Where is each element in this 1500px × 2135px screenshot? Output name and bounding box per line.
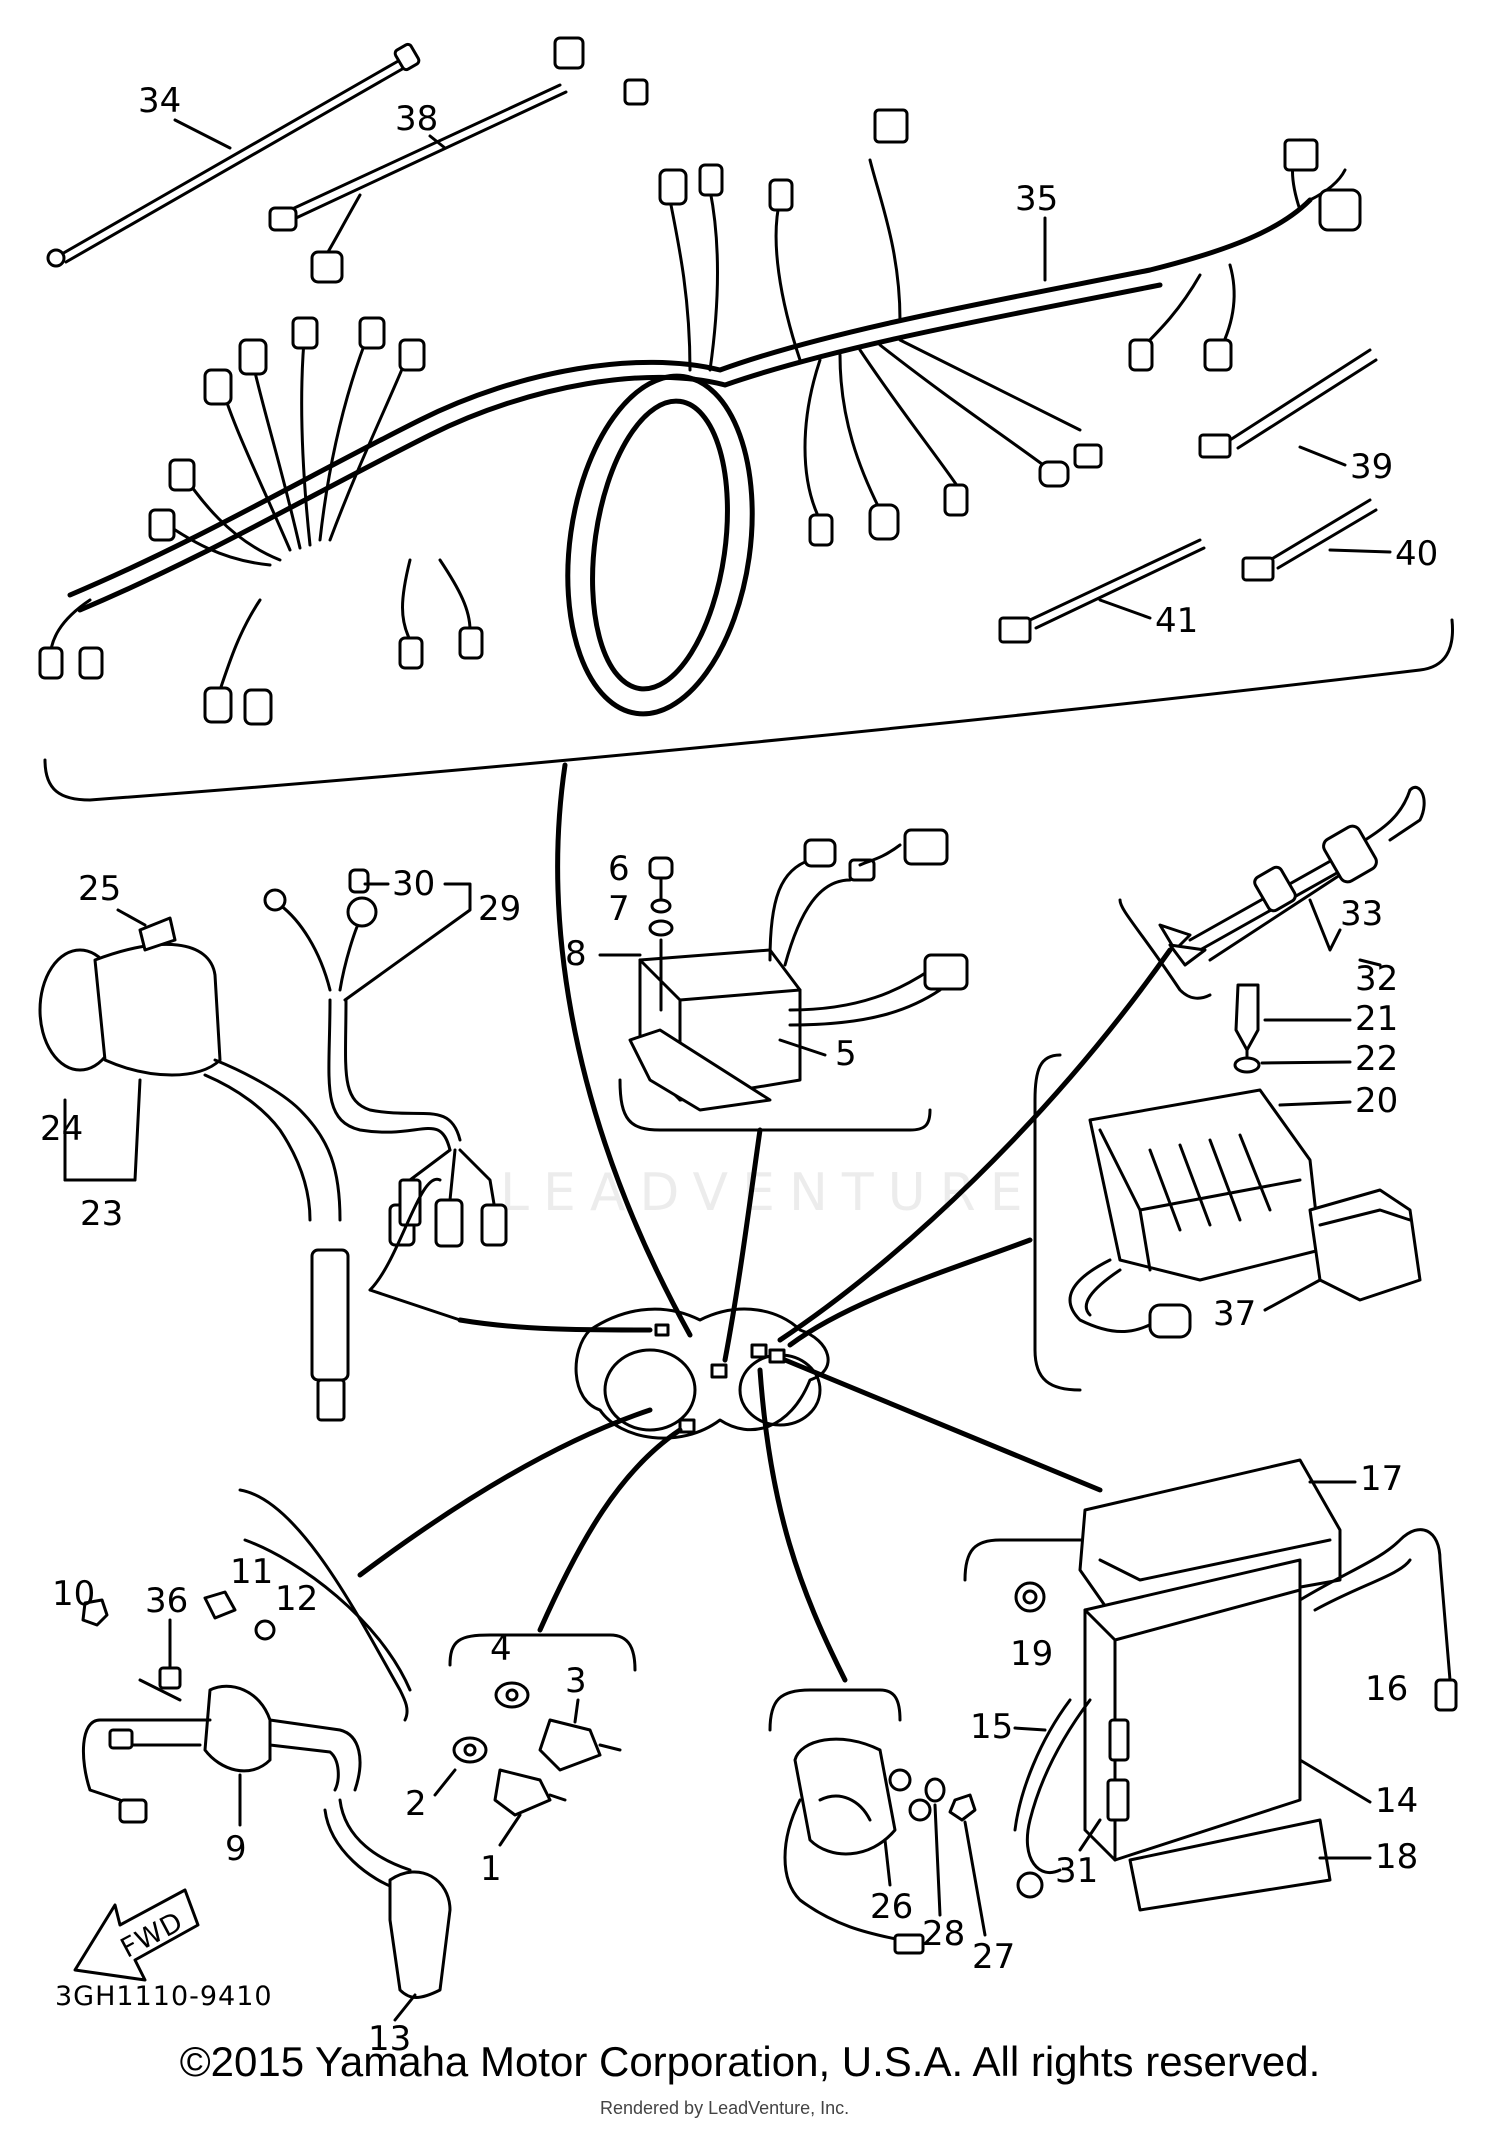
- bracket-line-23: [368, 1288, 462, 1322]
- callout-12: 12: [275, 1579, 318, 1619]
- callout-30: 30: [392, 864, 435, 904]
- callout-38: 38: [395, 99, 438, 139]
- sensor-plugs-assembly: [448, 1633, 637, 1817]
- callout-1: 1: [480, 1849, 502, 1889]
- callout-23: 23: [80, 1194, 123, 1234]
- starter-relay-assembly: [81, 1538, 452, 1999]
- top-group-bracket: [43, 618, 1455, 802]
- callout-15: 15: [970, 1707, 1013, 1747]
- callout-35: 35: [1015, 179, 1058, 219]
- rendered-by-credit: Rendered by LeadVenture, Inc.: [600, 2098, 850, 2118]
- callout-7: 7: [608, 889, 630, 929]
- callout-27: 27: [972, 1937, 1015, 1977]
- callout-14: 14: [1375, 1781, 1418, 1821]
- callout-24: 24: [40, 1109, 83, 1149]
- relay-bracket: [618, 1078, 932, 1132]
- callout-3: 3: [565, 1661, 587, 1701]
- diagram-part-code: 3GH1110-9410: [55, 1981, 273, 2012]
- callout-39: 39: [1350, 447, 1393, 487]
- relay-5-assembly: [628, 828, 969, 1112]
- main-harness: [38, 108, 1362, 726]
- callout-37: 37: [1213, 1294, 1256, 1334]
- callout-25: 25: [78, 869, 121, 909]
- watermark: LEADVENTURE: [500, 1163, 1037, 1223]
- callout-33: 33: [1340, 894, 1383, 934]
- callout-36: 36: [145, 1581, 188, 1621]
- copyright-notice: ©2015 Yamaha Motor Corporation, U.S.A. A…: [179, 2038, 1321, 2085]
- callout-21: 21: [1355, 999, 1398, 1039]
- starter-relay-bracket: [238, 1488, 409, 1722]
- callout-22: 22: [1355, 1039, 1398, 1079]
- rectifier-bracket: [1033, 1053, 1082, 1392]
- callout-4: 4: [490, 1629, 512, 1669]
- callout-31: 31: [1055, 1851, 1098, 1891]
- callout-34: 34: [138, 81, 181, 121]
- callout-18: 18: [1375, 1837, 1418, 1877]
- cable-tie-39: [1198, 348, 1378, 459]
- cable-38: [268, 36, 649, 284]
- callout-19: 19: [1010, 1634, 1053, 1674]
- callout-16: 16: [1365, 1669, 1408, 1709]
- callout-10: 10: [52, 1574, 95, 1614]
- sub-harness-29: [263, 868, 508, 1248]
- callout-6: 6: [608, 849, 630, 889]
- leader-lines: [357, 762, 1173, 1683]
- callout-5: 5: [835, 1034, 857, 1074]
- callout-26: 26: [870, 1887, 913, 1927]
- lead-33-bracket: [1118, 898, 1212, 1000]
- callout-17: 17: [1360, 1459, 1403, 1499]
- callout-28: 28: [922, 1914, 965, 1954]
- battery-assembly: [963, 1458, 1458, 1912]
- callout-11: 11: [230, 1552, 273, 1592]
- callout-9: 9: [225, 1829, 247, 1869]
- middle-left-bracket: [368, 1177, 442, 1292]
- rectifier-20-assembly: [1068, 983, 1422, 1339]
- cable-tie-41: [998, 538, 1206, 644]
- fwd-arrow: FWD: [73, 1888, 200, 1982]
- callout-13: 13: [368, 2019, 411, 2059]
- callout-29: 29: [478, 889, 521, 929]
- main-switch-assembly: [38, 916, 350, 1422]
- starter-switch-assembly: [768, 1688, 977, 1955]
- callout-labels: 34 38 35 39 40 41 6 7 8 5 25 30 29 24 23…: [40, 81, 1438, 2059]
- frame-outline: [574, 1307, 830, 1440]
- callout-2: 2: [405, 1784, 427, 1824]
- cable-tie-40: [1241, 498, 1378, 582]
- callout-40: 40: [1395, 534, 1438, 574]
- callout-20: 20: [1355, 1081, 1398, 1121]
- callout-41: 41: [1155, 601, 1198, 641]
- cable-34: [46, 42, 421, 268]
- callout-8: 8: [565, 934, 587, 974]
- lead-33-assembly: [1158, 786, 1426, 967]
